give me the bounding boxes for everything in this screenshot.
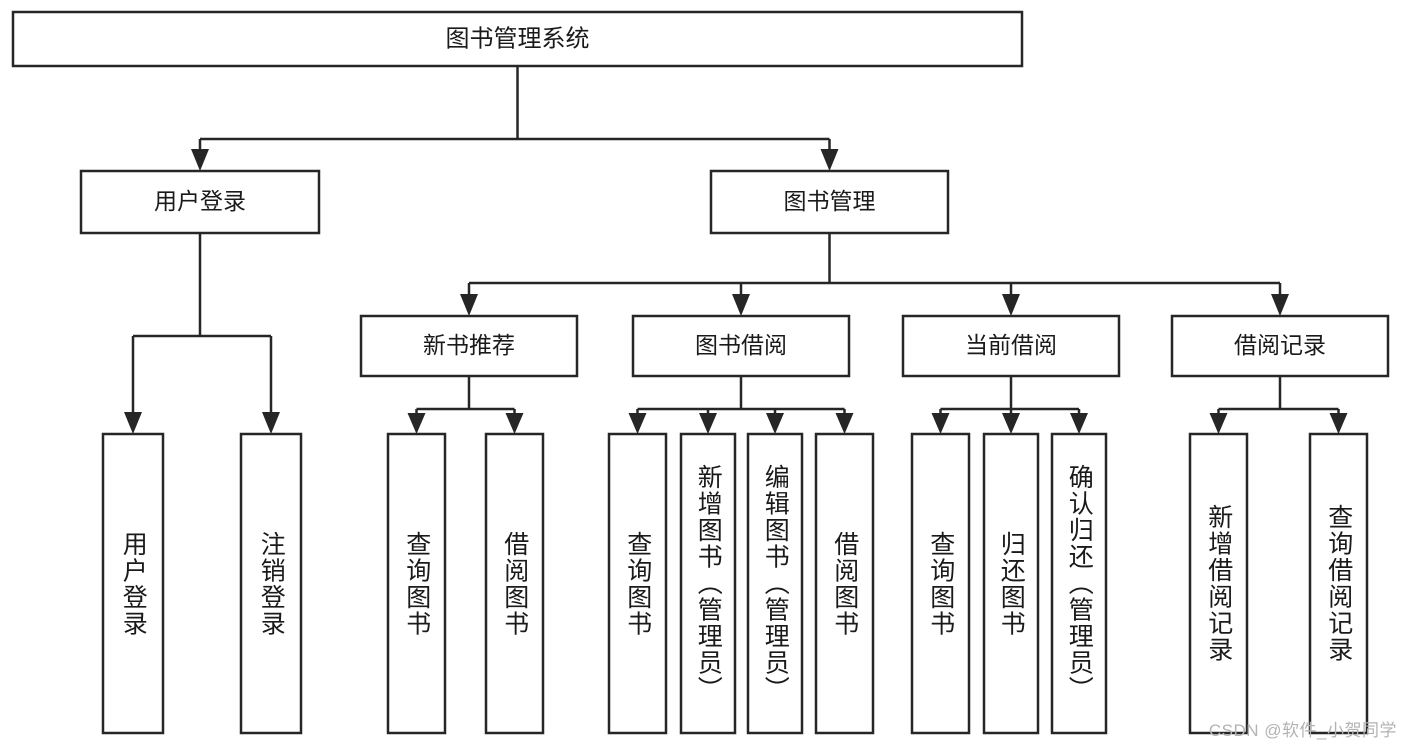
node-leaf-box-0[interactable]	[101, 432, 165, 735]
node-leaf-box-10[interactable]	[1050, 432, 1108, 735]
node-level3-label-2: 当前借阅	[965, 332, 1057, 358]
node-leaf-box-7-rect[interactable]	[814, 432, 875, 735]
watermark-credit: CSDN @软件_小贺同学	[1208, 721, 1397, 740]
node-level2-box-0[interactable]	[79, 169, 321, 235]
arrow-head-icon-leaf-1-1	[699, 413, 717, 434]
node-level3-box-3[interactable]	[1170, 314, 1390, 378]
node-level3-box-1[interactable]	[631, 314, 851, 378]
node-root-box-rect[interactable]	[11, 10, 1024, 68]
node-leaf-box-1-rect[interactable]	[239, 432, 303, 735]
arrow-head-icon-level3-0	[460, 294, 478, 316]
arrow-head-icon-leaf-2-2	[1070, 413, 1088, 434]
node-leaf-box-11-rect[interactable]	[1188, 432, 1249, 735]
arrow-head-icon-level3-2	[1002, 294, 1020, 316]
node-level3-box-0[interactable]	[359, 314, 579, 378]
node-leaf-box-11[interactable]	[1188, 432, 1249, 735]
node-leaf-box-4-rect[interactable]	[607, 432, 668, 735]
node-level3-box-1-rect[interactable]	[631, 314, 851, 378]
arrow-head-icon-leaf-0-0	[407, 413, 426, 434]
arrow-head-icon-leaf-2-0	[931, 413, 950, 434]
node-leaf-box-2[interactable]	[386, 432, 447, 735]
node-leaf-box-0-rect[interactable]	[101, 432, 165, 735]
arrow-head-icon-leaf-2-1	[1002, 413, 1020, 434]
node-level2-box-1-rect[interactable]	[709, 169, 950, 235]
node-leaf-box-7[interactable]	[814, 432, 875, 735]
arrow-head-icon-leaf-3-1	[1329, 413, 1348, 434]
node-level3-box-3-rect[interactable]	[1170, 314, 1390, 378]
node-leaf-box-10-rect[interactable]	[1050, 432, 1108, 735]
arrow-head-icon-level3-1	[732, 294, 750, 316]
arrow-head-icon-user-leaf-1	[262, 412, 280, 434]
arrow-head-icon-leaf-3-0	[1209, 413, 1228, 434]
node-level2-box-0-rect[interactable]	[79, 169, 321, 235]
node-leaf-box-6[interactable]	[746, 432, 804, 735]
node-level3-label-1: 图书借阅	[695, 332, 787, 358]
arrow-head-icon-leaf-1-2	[766, 413, 784, 434]
node-leaf-box-5-rect[interactable]	[679, 432, 737, 735]
arrow-head-icon-leaf-0-1	[505, 413, 524, 434]
node-level2-label-0: 用户登录	[154, 188, 246, 214]
node-leaf-box-5[interactable]	[679, 432, 737, 735]
node-level3-box-0-rect[interactable]	[359, 314, 579, 378]
node-level3-box-2-rect[interactable]	[901, 314, 1121, 378]
node-root-label: 图书管理系统	[446, 25, 590, 52]
node-leaf-box-4[interactable]	[607, 432, 668, 735]
node-leaf-box-2-rect[interactable]	[386, 432, 447, 735]
node-leaf-box-12[interactable]	[1308, 432, 1369, 735]
node-level3-label-3: 借阅记录	[1234, 332, 1326, 358]
node-leaf-box-3[interactable]	[484, 432, 545, 735]
node-leaf-box-8[interactable]	[910, 432, 971, 735]
node-leaf-box-6-rect[interactable]	[746, 432, 804, 735]
node-level2-label-1: 图书管理	[784, 188, 876, 214]
node-leaf-box-8-rect[interactable]	[910, 432, 971, 735]
arrow-head-icon-leaf-1-3	[835, 413, 854, 434]
arrow-head-icon-level3-3	[1271, 294, 1289, 316]
arrow-head-icon-user-leaf-0	[124, 412, 142, 434]
node-leaf-box-9-rect[interactable]	[982, 432, 1040, 735]
arrow-head-icon-level2-0	[191, 149, 209, 171]
node-leaf-box-12-rect[interactable]	[1308, 432, 1369, 735]
node-leaf-box-3-rect[interactable]	[484, 432, 545, 735]
node-root-box[interactable]	[11, 10, 1024, 68]
node-level2-box-1[interactable]	[709, 169, 950, 235]
node-leaf-box-9[interactable]	[982, 432, 1040, 735]
node-level3-box-2[interactable]	[901, 314, 1121, 378]
arrow-head-icon-leaf-1-0	[628, 413, 647, 434]
node-level3-label-0: 新书推荐	[423, 332, 515, 358]
arrow-head-icon-level2-1	[820, 149, 839, 171]
node-leaf-box-1[interactable]	[239, 432, 303, 735]
connectors-layer	[124, 66, 1348, 434]
